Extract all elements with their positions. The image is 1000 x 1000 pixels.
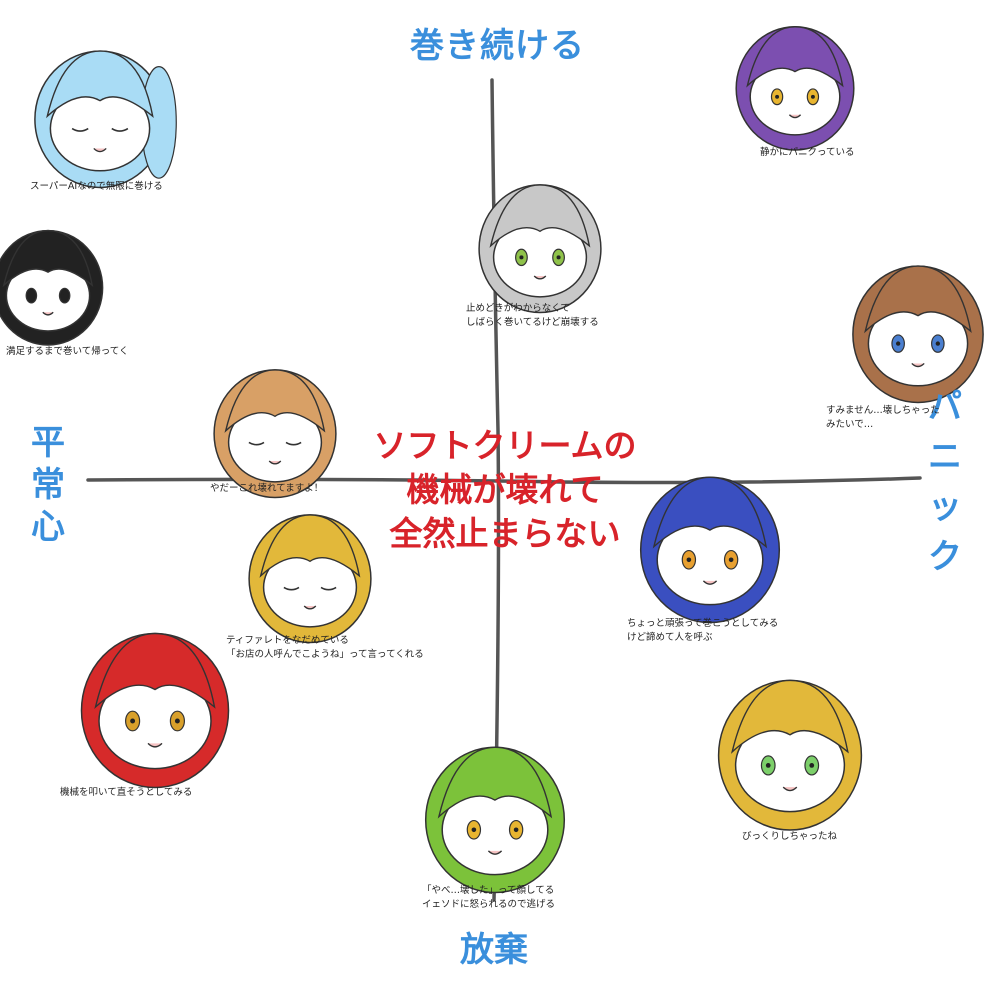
- character-face-4: [735, 26, 855, 151]
- pupil: [471, 827, 477, 833]
- diagram-title: ソフトクリームの 機械が壊れて 全然止まらない: [340, 424, 670, 556]
- axis-label-left: 平常心: [28, 422, 68, 548]
- character-face-1: [34, 50, 177, 189]
- hair-bangs: [746, 26, 844, 88]
- pupil: [775, 94, 780, 99]
- mouth: [911, 362, 925, 368]
- character-faces: [0, 26, 984, 894]
- mouth: [782, 786, 798, 792]
- character-face-8: [639, 476, 781, 624]
- eye-closed: [71, 127, 89, 132]
- caption-7: ティファレトをなだめている 「お店の人呼んでこようね」って言ってくれる: [226, 635, 424, 660]
- axis-label-right: パニック: [922, 382, 968, 582]
- character-face-5: [852, 265, 984, 404]
- title-line-1: ソフトクリームの: [373, 426, 637, 465]
- title-line-2: 機械が壊れて: [406, 470, 604, 509]
- pupil: [519, 255, 524, 260]
- axis-right-char-2: ッ: [928, 487, 962, 527]
- character-face-2: [0, 229, 104, 346]
- character-face-6: [213, 369, 337, 499]
- hair-bangs: [437, 746, 553, 819]
- axis-left-char-0: 平: [31, 423, 65, 463]
- mouth: [93, 147, 107, 153]
- hair-bangs: [259, 514, 361, 578]
- pupil: [62, 293, 67, 298]
- pupil: [174, 718, 180, 724]
- character-face-10: [424, 746, 566, 894]
- pupil: [513, 827, 519, 833]
- axis-label-top: 巻き続ける: [410, 26, 585, 66]
- eye-closed: [248, 441, 265, 446]
- caption-11: びっくりしちゃったね: [742, 831, 838, 842]
- mouth: [702, 580, 718, 585]
- caption-2: 満足するまで巻いて帰ってく: [6, 346, 129, 357]
- mouth: [533, 275, 547, 280]
- axis-right-char-1: ニ: [928, 437, 962, 477]
- caption-6: やだーこれ壊れてますよ！: [210, 483, 324, 494]
- eye-closed: [283, 586, 300, 591]
- mouth: [42, 311, 54, 316]
- hair-bangs: [46, 50, 154, 119]
- caption-8: ちょっと頑張って巻こうとしてみる けど諦めて人を呼ぶ: [627, 618, 779, 643]
- character-face-7: [248, 514, 372, 644]
- axis-right-char-0: パ: [928, 387, 962, 427]
- mouth: [147, 742, 163, 748]
- caption-10: 「やべ…壊した」って顔してる イェソドに怒られるので逃げる: [422, 885, 556, 910]
- pupil: [765, 763, 771, 768]
- title-line-3: 全然止まらない: [389, 514, 621, 553]
- eye-closed: [111, 127, 129, 132]
- pupil: [556, 255, 561, 260]
- axis-label-bottom: 放棄: [460, 930, 528, 970]
- hair-bangs: [652, 476, 768, 549]
- mouth: [788, 114, 802, 119]
- hair-bangs: [730, 679, 849, 754]
- eye-closed: [320, 586, 337, 591]
- hair-bangs: [94, 632, 216, 710]
- pupil: [130, 718, 136, 724]
- caption-4: 静かにパニクっている: [760, 147, 855, 158]
- eye-closed: [285, 441, 302, 446]
- pupil: [728, 557, 734, 563]
- mouth: [303, 605, 317, 610]
- mouth: [268, 460, 282, 465]
- caption-1: スーパーAIなので無限に巻ける: [30, 181, 163, 192]
- axis-left-char-1: 常: [31, 465, 65, 505]
- hair-bangs: [489, 184, 591, 248]
- axis-left-char-2: 心: [31, 507, 65, 547]
- character-face-11: [717, 679, 863, 831]
- pupil: [686, 557, 692, 563]
- pupil: [29, 293, 34, 298]
- caption-9: 機械を叩いて直そうとしてみる: [60, 787, 193, 798]
- caption-3: 止めどきがわからなくて しばらく巻いてるけど崩壊する: [466, 303, 599, 328]
- character-face-9: [80, 632, 230, 789]
- character-face-3: [478, 184, 602, 314]
- pupil: [935, 341, 941, 346]
- mouth: [487, 850, 503, 855]
- hair-bangs: [224, 369, 326, 433]
- hair-bangs: [864, 265, 972, 334]
- hair-bangs: [2, 229, 94, 288]
- pupil: [895, 341, 901, 346]
- pupil: [809, 763, 815, 768]
- caption-5: すみません…壊しちゃった みたいで…: [826, 405, 940, 430]
- vertical-axis-line: [490, 78, 501, 902]
- pupil: [810, 94, 815, 99]
- axis-right-char-3: ク: [928, 537, 962, 577]
